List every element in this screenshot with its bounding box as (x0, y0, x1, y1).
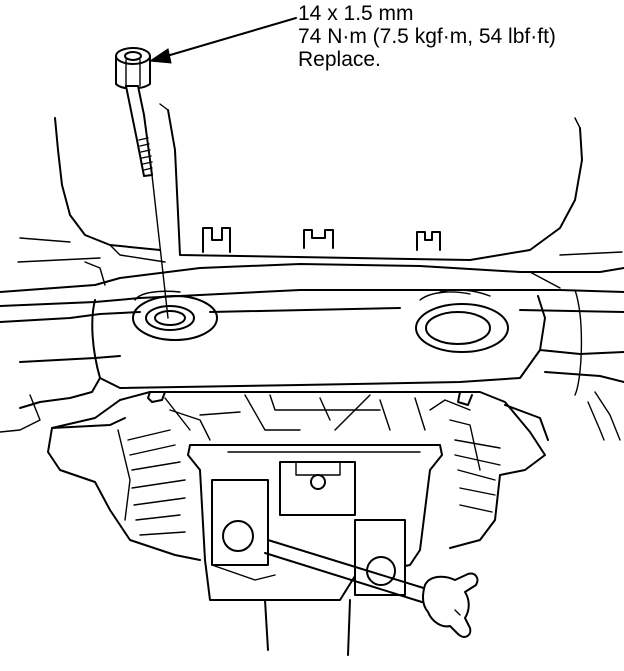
bolt-spec-callout: 14 x 1.5 mm 74 N·m (7.5 kgf·m, 54 lbf·ft… (298, 2, 556, 71)
bolt-size-label: 14 x 1.5 mm (298, 2, 414, 25)
subframe-crossmember (0, 261, 624, 441)
upper-body (17, 103, 623, 263)
mounting-bolt (115, 47, 169, 319)
callout-leader (148, 17, 297, 64)
replace-note: Replace. (298, 48, 381, 71)
torque-label: 74 N·m (7.5 kgf·m, 54 lbf·ft) (298, 25, 556, 48)
engine-mount (47, 391, 549, 656)
